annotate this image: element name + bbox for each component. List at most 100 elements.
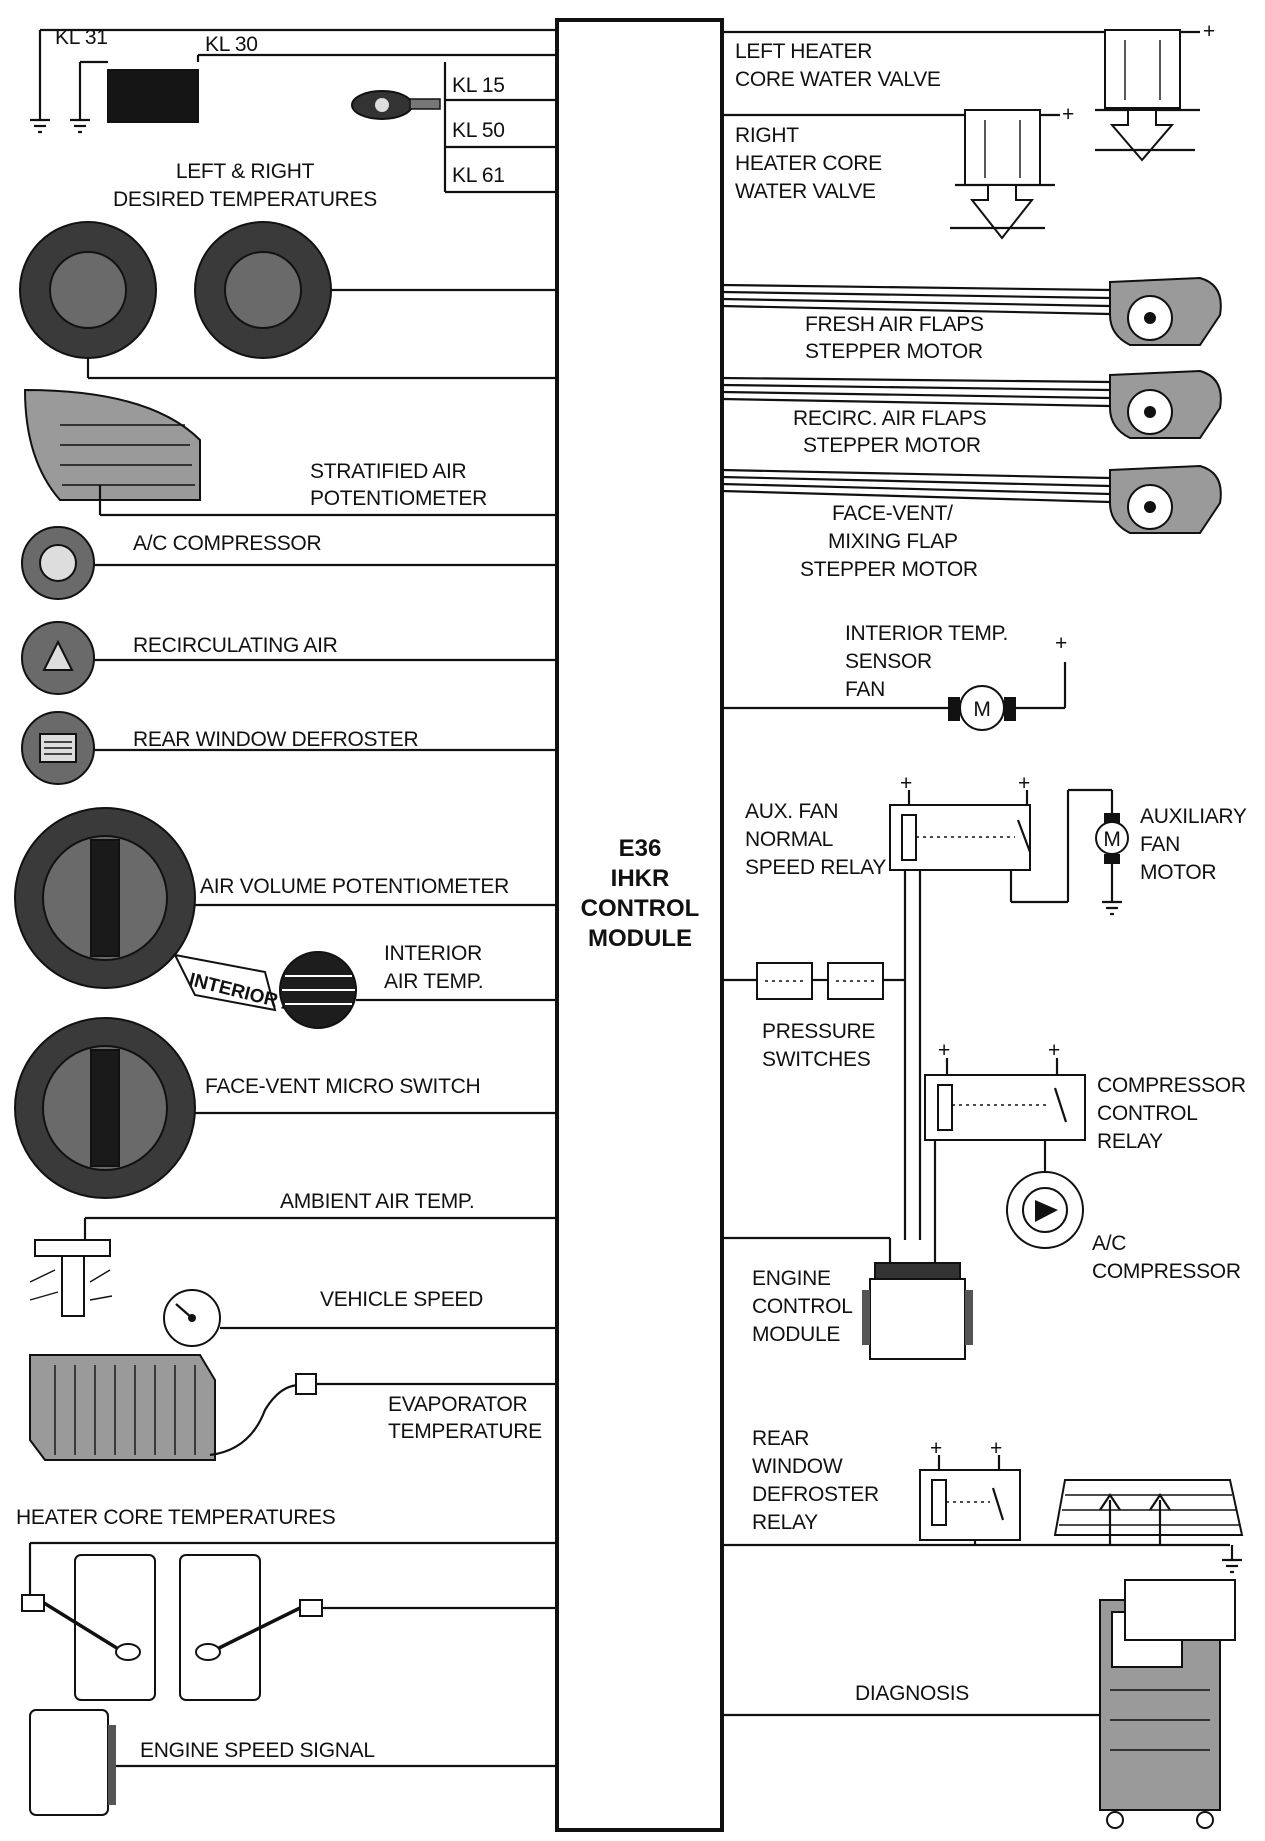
solenoid-valve-icon	[950, 109, 1055, 240]
right-valve-label-2: HEATER CORE	[735, 152, 882, 175]
desired-temperatures: LEFT & RIGHT DESIRED TEMPERATURES	[19, 160, 557, 380]
ignition-key-icon	[351, 90, 441, 120]
left-valve-label-2: CORE WATER VALVE	[735, 68, 941, 91]
aux-motor-label-2: FAN	[1140, 833, 1180, 856]
face-vent-label-2: MIXING FLAP	[828, 530, 958, 553]
evaporator-label-2: TEMPERATURE	[388, 1420, 542, 1443]
air-volume-label: AIR VOLUME POTENTIOMETER	[200, 875, 509, 898]
ecm-label-3: MODULE	[752, 1323, 840, 1346]
aux-motor-symbol: M	[1103, 828, 1120, 851]
face-vent-knob-icon	[14, 1017, 196, 1199]
air-vent-icon	[23, 388, 201, 501]
desired-temps-label-1: LEFT & RIGHT	[176, 160, 315, 183]
kl30-label: KL 30	[205, 33, 258, 56]
relay-icon	[919, 1469, 1021, 1541]
ecm-label-1: ENGINE	[752, 1267, 831, 1290]
control-module: E36 IHKR CONTROL MODULE	[555, 18, 724, 1832]
stepper-motor-icon	[1109, 464, 1222, 534]
rear-relay-label-3: DEFROSTER	[752, 1483, 879, 1506]
ground-icon	[70, 118, 90, 134]
air-volume-knob-icon	[14, 807, 196, 989]
fan-motor-symbol: M	[973, 698, 990, 721]
ac-comp-label-2: COMPRESSOR	[1092, 1260, 1241, 1283]
interior-air-temp-sensor: INTERIOR AIR INTERIOR AIR TEMP.	[173, 942, 557, 1029]
aux-motor-label-3: MOTOR	[1140, 861, 1216, 884]
rear-relay-label-2: WINDOW	[752, 1455, 843, 1478]
recirc-button-icon	[21, 621, 95, 695]
face-vent-label-3: STEPPER MOTOR	[800, 558, 978, 581]
interior-air-temp-label-1: INTERIOR	[384, 942, 482, 965]
pressure-label-1: PRESSURE	[762, 1020, 875, 1043]
face-vent-switch-label: FACE-VENT MICRO SWITCH	[205, 1075, 480, 1098]
vehicle-speed: VEHICLE SPEED	[163, 1288, 557, 1347]
aux-fan-motor-icon: M	[1095, 813, 1129, 864]
defroster-button-icon	[21, 711, 95, 785]
evaporator-temperature: EVAPORATOR TEMPERATURE	[29, 1354, 557, 1461]
evaporator-icon	[29, 1354, 216, 1461]
face-vent-label-1: FACE-VENT/	[832, 502, 953, 525]
interior-fan-label-3: FAN	[845, 678, 885, 701]
rear-window-defroster-relay: REAR WINDOW DEFROSTER RELAY + +	[722, 1427, 1244, 1574]
stratified-air: STRATIFIED AIR POTENTIOMETER	[23, 388, 557, 517]
kl31-label: KL 31	[55, 26, 108, 49]
rear-relay-plus-1: +	[930, 1437, 942, 1460]
left-heater-core-icon	[21, 1554, 156, 1701]
stepper-motor-icon	[1109, 276, 1222, 346]
pressure-label-2: SWITCHES	[762, 1048, 871, 1071]
ecm-label-2: CONTROL	[752, 1295, 853, 1318]
comp-relay-label-1: COMPRESSOR	[1097, 1074, 1246, 1097]
module-label-2: IHKR	[611, 865, 670, 892]
diagnosis-label: DIAGNOSIS	[855, 1682, 969, 1705]
speedometer-icon	[163, 1289, 221, 1347]
right-valve-label-3: WATER VALVE	[735, 180, 876, 203]
ambient-label: AMBIENT AIR TEMP.	[280, 1190, 474, 1213]
rear-defroster-button: REAR WINDOW DEFROSTER	[21, 711, 557, 785]
aux-relay-label-3: SPEED RELAY	[745, 856, 886, 879]
pressure-switch-icon	[827, 962, 884, 1000]
interior-sensor-icon: INTERIOR AIR	[173, 951, 357, 1029]
fresh-air-stepper-motor: FRESH AIR FLAPS STEPPER MOTOR	[721, 276, 1222, 363]
vehicle-speed-label: VEHICLE SPEED	[320, 1288, 483, 1311]
right-heater-valve: RIGHT HEATER CORE WATER VALVE +	[722, 103, 1074, 240]
right-valve-plus: +	[1062, 103, 1074, 126]
diagnosis: DIAGNOSIS	[722, 1579, 1236, 1829]
aux-relay-label-2: NORMAL	[745, 828, 833, 851]
right-temp-knob-icon	[194, 221, 332, 359]
recirc-stepper-motor: RECIRC. AIR FLAPS STEPPER MOTOR	[721, 369, 1222, 457]
ground-icon	[1222, 1558, 1242, 1574]
engine-speed-label: ENGINE SPEED SIGNAL	[140, 1739, 375, 1762]
fan-motor-icon: M	[948, 685, 1016, 731]
compressor-control-relay: + + COMPRESSOR CONTROL RELAY A/C COMPRES…	[924, 1039, 1246, 1283]
face-vent-stepper-motor: FACE-VENT/ MIXING FLAP STEPPER MOTOR	[721, 464, 1222, 581]
module-label-1: E36	[619, 835, 662, 862]
left-temp-knob-icon	[19, 221, 157, 359]
face-vent-micro-switch: FACE-VENT MICRO SWITCH	[14, 1017, 557, 1199]
ambient-air-temp-sensor: AMBIENT AIR TEMP.	[29, 1190, 557, 1317]
evaporator-label-1: EVAPORATOR	[388, 1393, 527, 1416]
fresh-air-label-1: FRESH AIR FLAPS	[805, 313, 984, 336]
engine-control-module: ENGINE CONTROL MODULE	[722, 1140, 973, 1360]
comp-relay-label-3: RELAY	[1097, 1130, 1163, 1153]
left-heater-valve: LEFT HEATER CORE WATER VALVE +	[722, 20, 1215, 162]
engine-speed-signal: ENGINE SPEED SIGNAL	[29, 1709, 557, 1816]
module-label-3: CONTROL	[581, 895, 700, 922]
battery-icon	[107, 69, 199, 123]
comp-relay-label-2: CONTROL	[1097, 1102, 1198, 1125]
interior-fan-plus: +	[1055, 632, 1067, 655]
comp-relay-plus-1: +	[938, 1039, 950, 1062]
diagnostic-tester-icon	[1099, 1579, 1236, 1829]
solenoid-valve-icon	[1095, 29, 1200, 162]
recirculating-label: RECIRCULATING AIR	[133, 634, 338, 657]
aux-relay-label-1: AUX. FAN	[745, 800, 838, 823]
aux-relay-plus-1: +	[900, 772, 912, 795]
heater-core-temps-label: HEATER CORE TEMPERATURES	[16, 1506, 336, 1529]
stepper-motor-icon	[1109, 369, 1222, 439]
left-valve-label-1: LEFT HEATER	[735, 40, 872, 63]
kl50-label: KL 50	[452, 119, 505, 142]
rear-relay-label-4: RELAY	[752, 1511, 818, 1534]
rear-relay-plus-2: +	[990, 1437, 1002, 1460]
ac-compressor-label: A/C COMPRESSOR	[133, 532, 321, 555]
relay-icon	[924, 1074, 1086, 1141]
aux-relay-plus-2: +	[1018, 772, 1030, 795]
